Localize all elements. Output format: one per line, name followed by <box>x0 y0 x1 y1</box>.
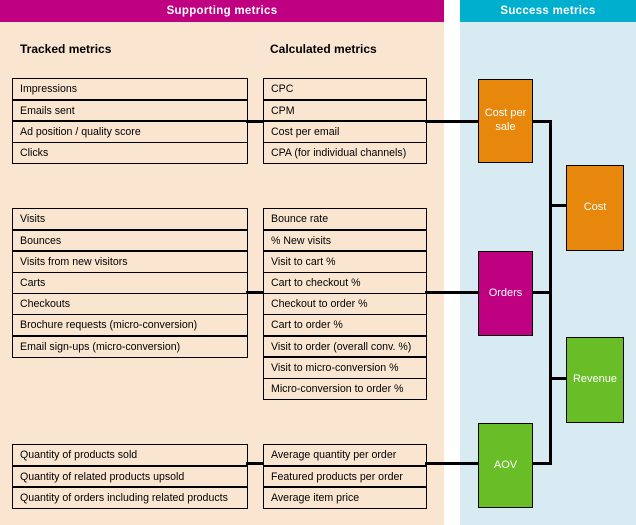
cost-per-sale-label: Cost per sale <box>484 107 527 133</box>
tracked-metrics-title: Tracked metrics <box>20 42 112 56</box>
metric-cell: Emails sent <box>12 99 248 122</box>
metric-cell: Bounces <box>12 229 248 252</box>
connector-line <box>425 120 479 123</box>
connector-line <box>531 291 552 294</box>
metric-cell: Visit to cart % <box>263 250 427 273</box>
metric-cell: Cart to order % <box>263 314 427 337</box>
metric-cell: Quantity of products sold <box>12 444 248 467</box>
supporting-metrics-header: Supporting metrics <box>0 0 444 22</box>
metric-cell: CPM <box>263 99 427 122</box>
metric-cell: Visits <box>12 208 248 231</box>
revenue-box: Revenue <box>566 337 624 423</box>
connector-line <box>246 291 263 294</box>
connector-line <box>246 120 263 123</box>
metric-cell: Average quantity per order <box>263 444 427 467</box>
metric-cell: Brochure requests (micro-conversion) <box>12 314 248 337</box>
connector-line <box>531 120 552 123</box>
connector-line <box>246 462 263 465</box>
metric-cell: Featured products per order <box>263 465 427 488</box>
metric-cell: Impressions <box>12 78 248 101</box>
metric-cell: CPA (for individual channels) <box>263 141 427 165</box>
metric-cell: Checkout to order % <box>263 292 427 316</box>
connector-line <box>550 204 567 207</box>
connector-line <box>531 462 552 465</box>
metric-cell: Cost per email <box>263 120 427 143</box>
metric-cell: Cart to checkout % <box>263 271 427 295</box>
orders-box: Orders <box>478 251 533 336</box>
metric-cell: Visit to micro-conversion % <box>263 356 427 380</box>
metric-cell: Clicks <box>12 141 248 165</box>
aov-box: AOV <box>478 423 533 508</box>
metric-cell: Average item price <box>263 486 427 509</box>
supporting-metrics-header-label: Supporting metrics <box>166 5 278 17</box>
connector-line <box>549 120 552 465</box>
success-metrics-header: Success metrics <box>460 0 636 22</box>
calculated-metrics-title: Calculated metrics <box>270 42 377 56</box>
metric-cell: Quantity of orders including related pro… <box>12 486 248 509</box>
metric-cell: Carts <box>12 271 248 295</box>
connector-line <box>425 291 479 294</box>
orders-label: Orders <box>488 286 523 299</box>
supporting-metrics-panel <box>0 22 444 525</box>
metric-cell: Visit to order (overall conv. %) <box>263 335 427 358</box>
cost-box: Cost <box>566 165 624 251</box>
metric-cell: Ad position / quality score <box>12 120 248 143</box>
metric-cell: Bounce rate <box>263 208 427 231</box>
metric-cell: Micro-conversion to order % <box>263 377 427 401</box>
metric-cell: CPC <box>263 78 427 101</box>
cost-label: Cost <box>583 201 607 214</box>
metric-cell: Quantity of related products upsold <box>12 465 248 488</box>
connector-line <box>550 377 567 380</box>
metric-cell: % New visits <box>263 229 427 252</box>
metric-cell: Checkouts <box>12 292 248 316</box>
metric-cell: Visits from new visitors <box>12 250 248 273</box>
aov-label: AOV <box>493 458 518 471</box>
success-metrics-header-label: Success metrics <box>500 5 596 17</box>
metric-cell: Email sign-ups (micro-conversion) <box>12 335 248 358</box>
connector-line <box>425 462 478 465</box>
cost-per-sale-box: Cost per sale <box>478 79 533 163</box>
revenue-label: Revenue <box>572 373 618 386</box>
